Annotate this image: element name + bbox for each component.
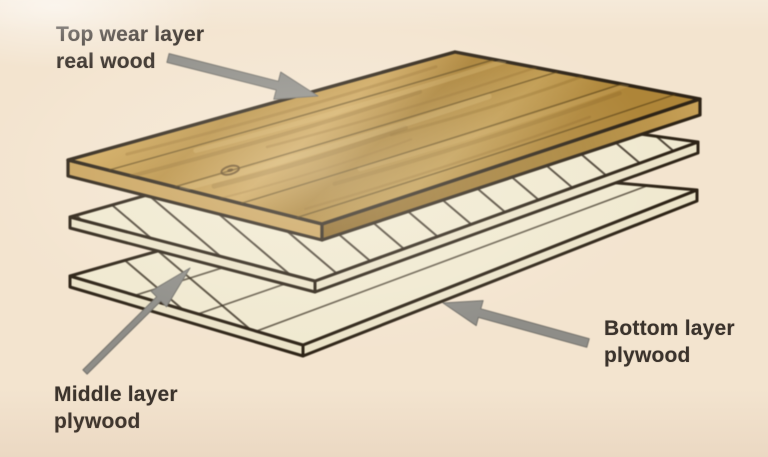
label-line: plywood [604, 344, 691, 367]
label-line: real wood [56, 50, 156, 73]
label-middle-layer: Middle layer plywood [54, 381, 178, 435]
label-bottom-layer: Bottom layer plywood [604, 315, 735, 369]
label-line: Bottom layer [604, 317, 735, 340]
layer-top-real-wood [66, 50, 702, 242]
label-top-wear-layer: Top wear layer real wood [56, 21, 204, 75]
label-line: Top wear layer [56, 23, 205, 46]
wood-knot [220, 164, 240, 176]
arrow-bottom-layer [442, 300, 590, 348]
label-line: Middle layer [54, 383, 178, 406]
arrow-top-wear-layer [166, 53, 319, 100]
wood-grain-texture [108, 58, 676, 219]
arrow-middle-layer [82, 267, 191, 375]
label-line: plywood [54, 410, 141, 433]
